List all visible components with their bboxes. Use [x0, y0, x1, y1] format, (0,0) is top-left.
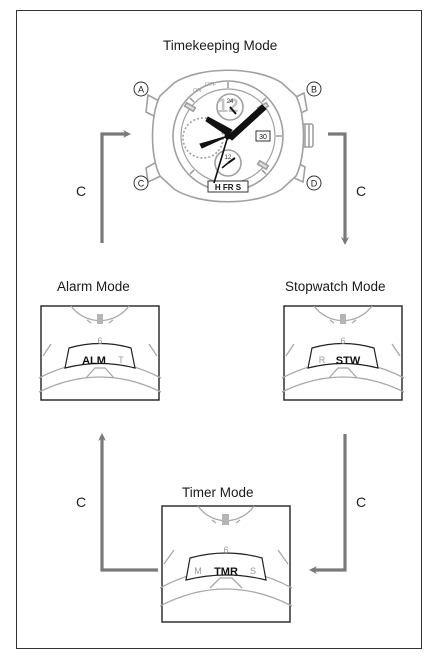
button-d-letter: D [311, 179, 318, 189]
arrow-stopwatch-to-timer [309, 434, 347, 574]
button-c-letter: C [138, 179, 145, 189]
button-a-letter: A [138, 85, 144, 95]
timer-side-right: S [250, 566, 256, 576]
subdial-lower-label: 12 [225, 155, 232, 161]
c-press-label-right-upper: C [356, 183, 367, 199]
mode-window-text: H FR S [215, 183, 242, 192]
stopwatch-side-left: R [319, 355, 326, 365]
watch-hands [199, 104, 267, 184]
alarm-side-right: T [118, 355, 124, 365]
mode-window [207, 180, 249, 193]
watch-button-labels [133, 81, 322, 191]
minute-hand [227, 104, 267, 141]
stopwatch-dial-six: 6 [340, 336, 345, 346]
subdial-upper-label: 24 [227, 99, 234, 105]
alarm-dial-six: 6 [97, 336, 102, 346]
timer-dial-six: 6 [223, 545, 228, 555]
button-a-badge [133, 81, 149, 97]
stopwatch-display-text: STW [336, 355, 361, 367]
arrow-alarm-to-timekeeping [100, 130, 131, 243]
arrow-timer-to-alarm [98, 433, 158, 572]
flow-arrows [98, 130, 349, 574]
c-press-label-left-lower: C [76, 494, 87, 510]
button-d-badge [306, 175, 322, 191]
timer-panel: 6 M TMR S [159, 505, 293, 623]
date-value: 30 [259, 134, 267, 141]
alarm-mode-title: Alarm Mode [57, 279, 130, 294]
arrow-timekeeping-to-stopwatch [328, 132, 349, 245]
timekeeping-mode-title: Timekeeping Mode [163, 38, 278, 53]
button-c-badge [133, 175, 149, 191]
stopwatch-panel: 6 R STW [281, 305, 405, 401]
alarm-display-text: ALM [82, 355, 106, 367]
alarm-panel: 6 ALM T [38, 305, 162, 401]
button-b-badge [306, 81, 322, 97]
bezel-off: OFF [205, 82, 217, 88]
hour-hand [205, 116, 233, 137]
timer-side-left: M [194, 566, 202, 576]
second-hand [213, 135, 229, 184]
c-press-label-right-lower: C [356, 494, 367, 510]
timer-mode-title: Timer Mode [182, 485, 254, 500]
date-window [255, 130, 271, 142]
stopwatch-mode-title: Stopwatch Mode [285, 279, 386, 294]
diagram-frame [16, 10, 422, 649]
bezel-on: ON [193, 88, 201, 94]
timer-display-text: TMR [214, 566, 238, 578]
subdial-upper [216, 93, 244, 121]
c-press-label-left-upper: C [76, 183, 87, 199]
subdial-lower [214, 149, 242, 177]
button-b-letter: B [311, 85, 317, 95]
